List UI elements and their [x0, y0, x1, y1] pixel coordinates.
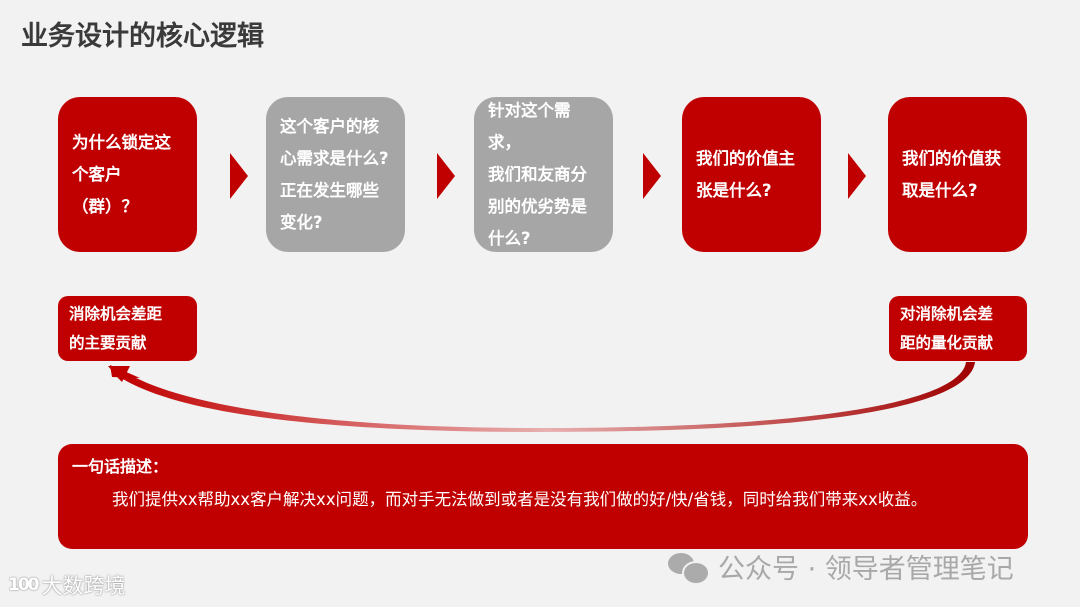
summary-box: 一句话描述： 我们提供xx帮助xx客户解决xx问题，而对手无法做到或者是没有我们…: [58, 444, 1028, 549]
step-5-value-capture: 我们的价值获 取是什么?: [888, 97, 1027, 252]
step-1-label: 为什么锁定这 个客户（群）？: [72, 132, 171, 216]
step-4-value-proposition: 我们的价值主 张是什么?: [682, 97, 821, 252]
watermark-right: 公众号 · 领导者管理笔记: [668, 547, 1014, 586]
step-3-label: 针对这个需求， 我们和友商分 别的优劣势是 什么?: [488, 100, 587, 248]
watermark-left-text: 大数跨境: [41, 574, 126, 598]
wechat-icon: [668, 551, 710, 585]
step-2-core-needs: 这个客户的核 心需求是什么? 正在发生哪些 变化?: [266, 97, 405, 252]
page-title: 业务设计的核心逻辑: [21, 21, 264, 52]
tag-quantified-contribution: 对消除机会差 距的量化贡献: [889, 296, 1027, 361]
watermark-right-text: 公众号 · 领导者管理笔记: [718, 554, 1014, 585]
chevron-right-icon: [437, 153, 455, 199]
summary-body: 我们提供xx帮助xx客户解决xx问题，而对手无法做到或者是没有我们做的好/快/省…: [112, 490, 928, 509]
step-5-label: 我们的价值获 取是什么?: [902, 148, 1001, 200]
tag-main-contribution: 消除机会差距 的主要贡献: [58, 296, 197, 361]
chevron-right-icon: [230, 153, 248, 199]
step-3-competitive-position: 针对这个需求， 我们和友商分 别的优劣势是 什么?: [474, 97, 613, 252]
chevron-right-icon: [643, 153, 661, 199]
step-4-label: 我们的价值主 张是什么?: [696, 148, 795, 200]
summary-heading: 一句话描述：: [72, 457, 169, 476]
brand-logo-icon: 100: [8, 575, 39, 595]
step-1-target-customer: 为什么锁定这 个客户（群）？: [58, 97, 197, 252]
step-2-label: 这个客户的核 心需求是什么? 正在发生哪些 变化?: [280, 116, 389, 232]
chevron-right-icon: [848, 153, 866, 199]
watermark-left: 100 大数跨境: [8, 570, 126, 600]
